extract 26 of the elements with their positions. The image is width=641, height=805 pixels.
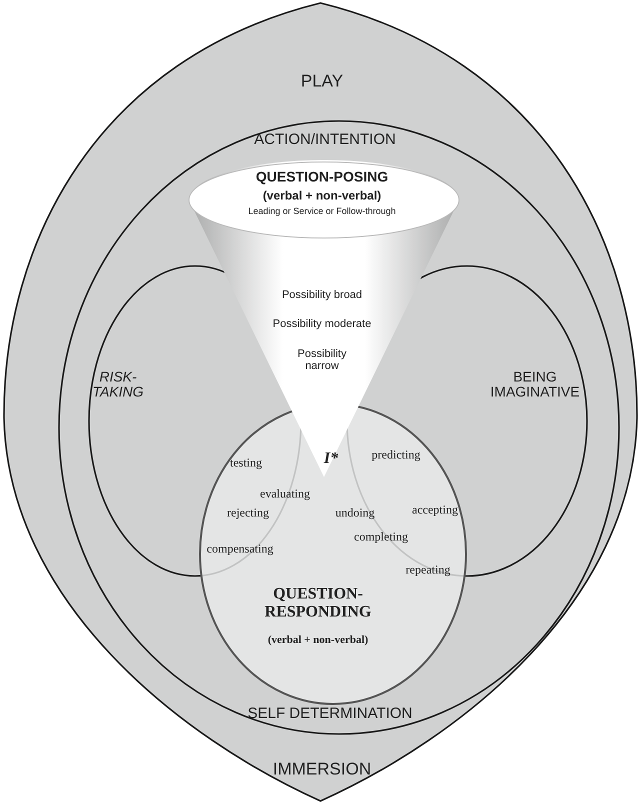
action-word: accepting bbox=[411, 503, 459, 517]
region-label: ACTION/INTENTION bbox=[253, 132, 397, 148]
bottom-circle bbox=[199, 403, 467, 705]
funnel-note: Leading or Service or Follow-through bbox=[247, 207, 397, 217]
action-word: compensating bbox=[206, 542, 274, 556]
funnel-heading: QUESTION-POSING bbox=[254, 169, 390, 185]
region-label: IMMERSION bbox=[272, 760, 372, 780]
action-word: repeating bbox=[404, 563, 452, 577]
action-word: testing bbox=[229, 456, 263, 470]
action-word: undoing bbox=[334, 506, 376, 520]
region-label: RISK-TAKING bbox=[91, 370, 145, 400]
region-label: PLAY bbox=[300, 72, 344, 92]
action-word: predicting bbox=[370, 448, 422, 462]
region-label: SELF DETERMINATION bbox=[246, 706, 414, 722]
outer-circle bbox=[58, 120, 620, 735]
region-label: BEING IMAGINATIVE bbox=[489, 370, 581, 400]
symbol-label: I* bbox=[322, 450, 340, 468]
circle-subheading: (verbal + non-verbal) bbox=[266, 634, 370, 646]
circle-heading: QUESTION-RESPONDING bbox=[264, 585, 372, 621]
action-word: rejecting bbox=[226, 506, 270, 520]
level-label: Possibility narrow bbox=[296, 348, 348, 372]
action-word: completing bbox=[353, 530, 409, 544]
level-label: Possibility broad bbox=[280, 288, 364, 302]
action-word: evaluating bbox=[259, 487, 311, 501]
level-label: Possibility moderate bbox=[272, 318, 372, 330]
funnel-subheading: (verbal + non-verbal) bbox=[262, 189, 382, 203]
